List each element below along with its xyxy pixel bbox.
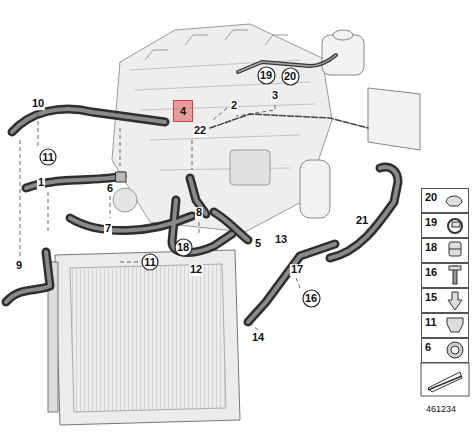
legend-number: 16 — [425, 267, 437, 278]
engine-block — [112, 24, 332, 232]
leader-lines — [20, 105, 300, 330]
callout-number: 13 — [274, 234, 288, 246]
callout-number: 4 — [180, 106, 186, 117]
legend-cell: 16 — [421, 263, 469, 288]
callout-number: 9 — [15, 260, 23, 272]
legend-cell: 20 — [421, 188, 469, 213]
legend-number: 11 — [425, 317, 437, 328]
legend-number: 6 — [425, 342, 431, 353]
callout-number: 14 — [251, 332, 265, 344]
callout-circle: 11 — [141, 253, 159, 271]
callout-number: 11 — [42, 152, 54, 163]
callout-number: 6 — [106, 183, 114, 195]
callout-circle: 11 — [39, 148, 57, 166]
callout-circle: 20 — [281, 67, 300, 86]
expansion-tank — [300, 30, 420, 218]
callout-number: 11 — [144, 257, 156, 268]
legend-cell: 18 — [421, 238, 469, 263]
callout-circle: 16 — [302, 289, 321, 308]
legend-cell: 15 — [421, 288, 469, 313]
legend-number: 19 — [425, 217, 437, 228]
callout-circle: 19 — [257, 66, 276, 85]
callout-number: 1 — [37, 177, 45, 189]
callout-number: 8 — [195, 207, 203, 219]
callout-number: 7 — [104, 223, 112, 235]
callout-number: 22 — [193, 125, 207, 137]
callout-number: 20 — [284, 71, 296, 82]
drawing-number: 461234 — [425, 405, 457, 414]
legend-cell: 6 — [421, 338, 469, 363]
radiator — [48, 250, 240, 425]
coolant-hoses — [6, 55, 398, 322]
callout-number: 12 — [189, 264, 203, 276]
callout-number: 18 — [177, 242, 189, 253]
highlight-box: 4 — [173, 100, 193, 122]
legend-number: 15 — [425, 292, 437, 303]
callout-number: 21 — [355, 215, 369, 227]
callout-number: 3 — [271, 90, 279, 102]
legend-number: 18 — [425, 242, 437, 253]
callout-circle: 18 — [174, 238, 193, 257]
callout-number: 17 — [290, 264, 304, 276]
legend-number: 20 — [425, 192, 437, 203]
callout-number: 19 — [260, 70, 272, 81]
callout-number: 2 — [230, 100, 238, 112]
callout-number: 16 — [305, 293, 317, 304]
legend-cell: 19 — [421, 213, 469, 238]
callout-number: 10 — [31, 98, 45, 110]
legend-icons — [421, 196, 469, 396]
callout-number: 5 — [254, 238, 262, 250]
legend-cell: 11 — [421, 313, 469, 338]
